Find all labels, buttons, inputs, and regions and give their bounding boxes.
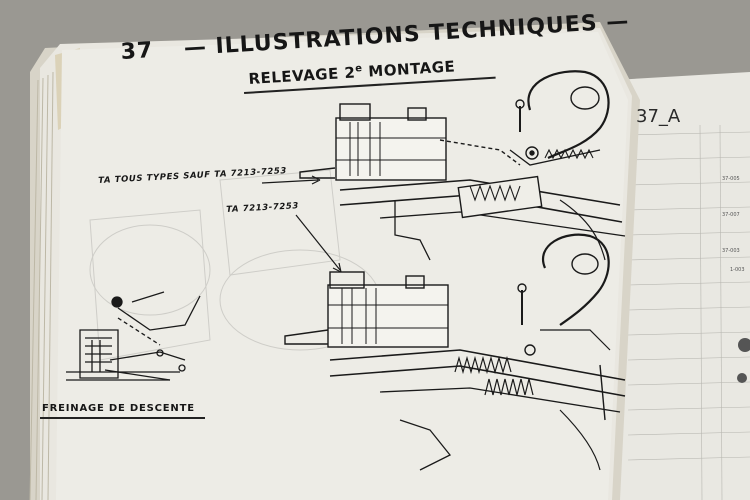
page-number: 37 (120, 38, 155, 65)
brake-mechanism-drawing (66, 295, 201, 381)
next-page-ref: 1-003 (730, 267, 745, 273)
next-page-ref: 37-003 (722, 248, 740, 254)
next-page-number: 37_A (636, 106, 681, 127)
callout-bottom: FREINAGE DE DESCENTE (42, 403, 195, 414)
callout-arrows (131, 175, 342, 303)
lift-mechanism-upper (299, 70, 626, 261)
lift-mechanism-lower (284, 233, 626, 471)
next-page-ref: 37-007 (722, 212, 740, 218)
next-page-ref: 37-005 (722, 176, 740, 182)
callout-bottom-underline (40, 417, 205, 419)
page-sheet (56, 32, 628, 500)
